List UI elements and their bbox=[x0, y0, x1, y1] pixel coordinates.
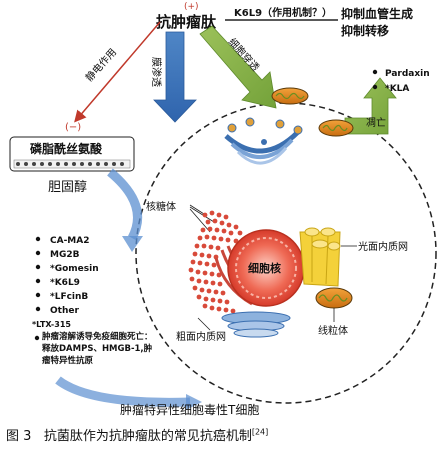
k6l9-label: K6L9（作用机制？） bbox=[234, 6, 332, 19]
cell-outline bbox=[135, 102, 437, 404]
ltx-name: *LTX-315 bbox=[32, 320, 71, 329]
mitochondrion-icon bbox=[271, 87, 309, 105]
nucleus-label: 细胞核 bbox=[248, 261, 281, 275]
leader-line bbox=[189, 206, 215, 223]
mitochondria-label: 线粒体 bbox=[318, 324, 348, 337]
mechanism-diagram: (+) 抗肿瘤肽 K6L9（作用机制？） 抑制血管生成 抑制转移 静电作用 膜渗… bbox=[9, 2, 437, 417]
rough-er-label: 粗面内质网 bbox=[176, 330, 226, 343]
caption-prefix: 图 3 bbox=[6, 429, 32, 444]
bullet bbox=[372, 69, 378, 75]
caption-title: 抗菌肽作为抗肿瘤肽的常见抗癌机制 bbox=[43, 429, 252, 444]
lipid-bilayer-icon bbox=[13, 159, 131, 169]
golgi-icon bbox=[221, 311, 291, 338]
top-list-item: Pardaxin bbox=[385, 69, 430, 79]
list-item: CA-MA2 bbox=[50, 236, 90, 246]
smooth-er-icon bbox=[299, 227, 341, 287]
list-item: MG2B bbox=[50, 250, 80, 260]
electrostatic-arrow bbox=[74, 21, 161, 123]
list-item: *LFcinB bbox=[50, 292, 88, 302]
golgi-icon bbox=[224, 117, 303, 165]
tcell-label: 肿瘤特异性细胞毒性T细胞 bbox=[120, 402, 259, 417]
top-list-item: *KLA bbox=[385, 84, 409, 94]
peptide-charge: (+) bbox=[184, 2, 199, 12]
mitochondrion-icon bbox=[315, 287, 353, 309]
list-item: Other bbox=[50, 306, 79, 316]
membrane-peptide-list: CA-MA2 MG2B *Gomesin *K6L9 *LFcinB Other bbox=[35, 236, 99, 316]
apoptosis-label: 凋亡 bbox=[366, 116, 386, 129]
caption-ref: [24] bbox=[251, 427, 269, 437]
mitochondrion-icon bbox=[318, 119, 354, 137]
leader-line bbox=[197, 317, 211, 331]
cell-penetration-arrow bbox=[199, 25, 277, 109]
curved-arrow-head bbox=[122, 236, 143, 252]
list-item: *K6L9 bbox=[50, 278, 80, 288]
nuclear-pore-ring bbox=[235, 237, 297, 299]
ltx-description: 肿瘤溶解诱导免疫细胞死亡：释放DAMPS、HMGB-1,肿瘤特异性抗原 bbox=[42, 332, 153, 366]
membrane-penetration-arrow bbox=[153, 31, 197, 123]
curved-arrow bbox=[107, 168, 143, 241]
figure-caption: 图 3 抗菌肽作为抗肿瘤肽的常见抗癌机制[24] bbox=[6, 425, 268, 444]
leader-line bbox=[189, 204, 205, 215]
membrane-penetration-label: 膜渗透 bbox=[150, 57, 163, 87]
list-item: *Gomesin bbox=[50, 264, 99, 274]
apoptosis-arrow bbox=[344, 77, 397, 135]
lipid-label: 磷脂酰丝氨酸 bbox=[30, 141, 103, 156]
effect-antiangiogenesis: 抑制血管生成 bbox=[341, 6, 413, 21]
electrostatic-label: 静电作用 bbox=[83, 46, 119, 84]
leader-line bbox=[189, 208, 211, 233]
cholesterol-label: 胆固醇 bbox=[48, 179, 87, 195]
bullet bbox=[34, 335, 40, 341]
ltx-desc-box: 肿瘤溶解诱导免疫细胞死亡：释放DAMPS、HMGB-1,肿瘤特异性抗原 bbox=[42, 332, 153, 366]
ribosome-label: 核糖体 bbox=[146, 200, 176, 213]
peptide-label: 抗肿瘤肽 bbox=[156, 13, 217, 31]
curved-arrow bbox=[55, 376, 191, 407]
bullet bbox=[372, 84, 378, 90]
smooth-er-label: 光面内质网 bbox=[358, 240, 408, 253]
curved-arrow-head bbox=[186, 394, 202, 410]
effect-antimetastasis: 抑制转移 bbox=[341, 23, 389, 38]
lipid-charge: (−) bbox=[65, 122, 81, 133]
